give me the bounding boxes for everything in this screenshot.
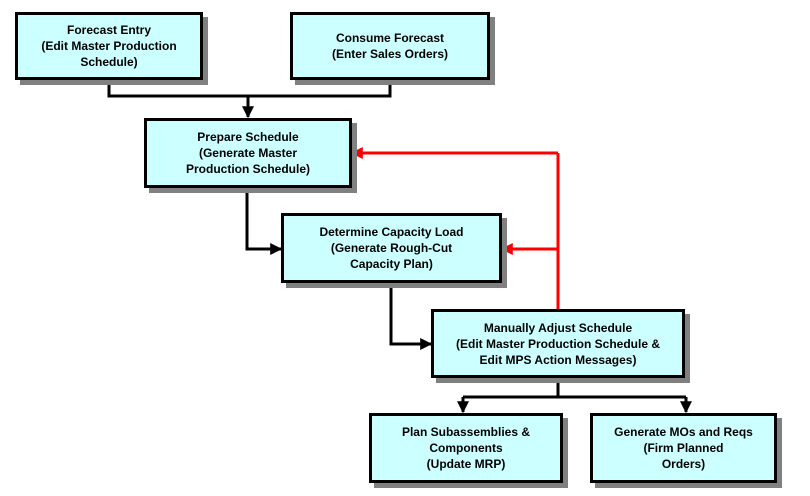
node-generate-mos-line-1: Generate MOs and Reqs [614,425,753,439]
node-plan-subassemblies-line-3: (Update MRP) [426,457,506,471]
node-manually-adjust-schedule: Manually Adjust Schedule (Edit Master Pr… [431,309,685,378]
node-determine-capacity-line-1: Determine Capacity Load [319,225,464,239]
node-manually-adjust-line-3: Edit MPS Action Messages) [479,352,637,367]
node-generate-mos-line-2: (Firm Planned [643,441,724,455]
node-forecast-entry-line-1: Forecast Entry [66,23,152,37]
node-prepare-schedule-line-2: (Generate Master [198,146,298,160]
node-generate-mos-line-3: Orders) [661,457,706,471]
node-forecast-entry: Forecast Entry (Edit Master Production S… [15,12,203,80]
node-prepare-schedule: Prepare Schedule (Generate Master Produc… [144,118,352,188]
node-prepare-schedule-line-3: Production Schedule) [185,162,310,176]
node-determine-capacity-line-2: (Generate Rough-Cut [330,241,453,255]
arrow-determine-capacity-to-manually-adjust [389,283,433,350]
node-plan-subassemblies-line-2: Components [429,441,503,455]
node-determine-capacity-load: Determine Capacity Load (Generate Rough-… [281,213,502,283]
node-prepare-schedule-line-1: Prepare Schedule [197,130,299,144]
node-determine-capacity-line-3: Capacity Plan) [350,257,433,271]
node-plan-subassemblies-line-1: Plan Subassemblies & [401,425,531,439]
arrow-prepare-to-determine-capacity [245,188,283,255]
node-consume-forecast: Consume Forecast (Enter Sales Orders) [290,12,490,80]
connector-forecast-entry-to-merge [107,80,248,98]
node-manually-adjust-line-2: (Edit Master Production Schedule & [455,336,661,351]
connector-consume-forecast-to-merge [248,80,392,98]
node-consume-forecast-line-1: Consume Forecast [335,31,445,45]
connector-manually-adjust-split [463,378,686,399]
node-plan-subassemblies: Plan Subassemblies & Components (Update … [369,413,563,483]
node-forecast-entry-line-2: (Edit Master Production [41,39,177,53]
node-manually-adjust-line-1: Manually Adjust Schedule [483,320,633,335]
node-consume-forecast-line-2: (Enter Sales Orders) [331,47,449,61]
node-forecast-entry-line-3: Schedule) [80,55,138,69]
node-generate-mos-and-reqs: Generate MOs and Reqs (Firm Planned Orde… [590,413,777,483]
